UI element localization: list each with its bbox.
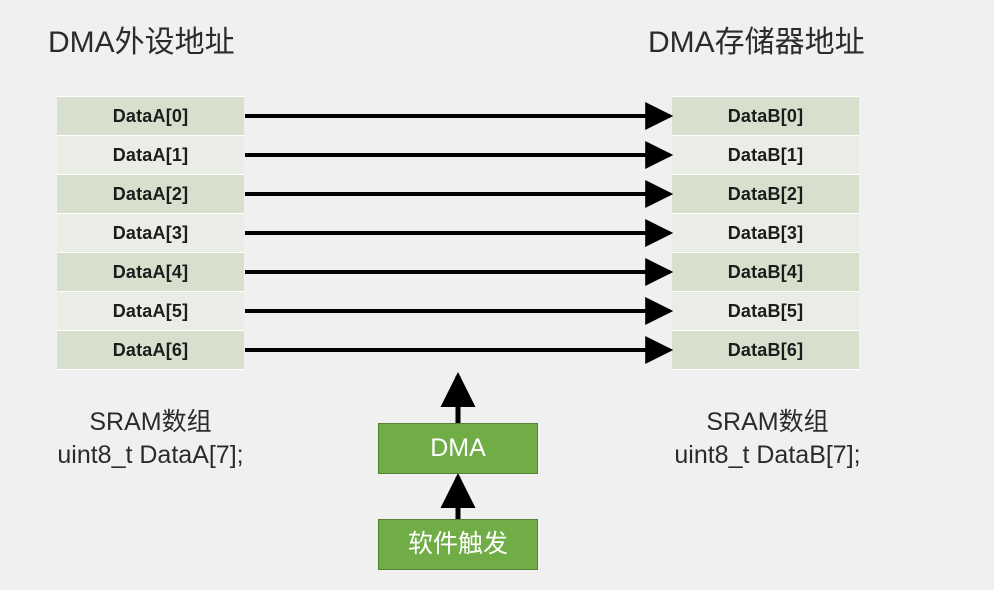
- memory-cell: DataB[1]: [672, 136, 859, 174]
- memory-cell: DataA[6]: [57, 331, 244, 369]
- memory-cell: DataA[4]: [57, 253, 244, 291]
- memory-cell: DataA[0]: [57, 97, 244, 135]
- memory-cell: DataB[2]: [672, 175, 859, 213]
- memory-cell: DataA[3]: [57, 214, 244, 252]
- source-sram-label: SRAM数组: [89, 408, 212, 436]
- peripheral-address-title: DMA外设地址: [48, 26, 235, 59]
- destination-array-declaration: uint8_t DataB[7];: [674, 441, 861, 469]
- software-trigger-block: 软件触发: [378, 519, 538, 570]
- destination-memory-table: DataB[0] DataB[1] DataB[2] DataB[3] Data…: [672, 96, 859, 370]
- memory-cell: DataA[2]: [57, 175, 244, 213]
- memory-cell: DataB[3]: [672, 214, 859, 252]
- destination-sram-caption: SRAM数组 uint8_t DataB[7];: [645, 406, 890, 472]
- memory-address-title: DMA存储器地址: [648, 26, 865, 59]
- memory-cell: DataA[5]: [57, 292, 244, 330]
- source-array-declaration: uint8_t DataA[7];: [57, 441, 244, 469]
- dma-block: DMA: [378, 423, 538, 474]
- memory-cell: DataB[5]: [672, 292, 859, 330]
- memory-cell: DataA[1]: [57, 136, 244, 174]
- data-transfer-arrows: [245, 102, 674, 364]
- destination-sram-label: SRAM数组: [706, 408, 829, 436]
- memory-cell: DataB[6]: [672, 331, 859, 369]
- memory-cell: DataB[0]: [672, 97, 859, 135]
- source-sram-caption: SRAM数组 uint8_t DataA[7];: [28, 406, 273, 472]
- source-memory-table: DataA[0] DataA[1] DataA[2] DataA[3] Data…: [57, 96, 244, 370]
- memory-cell: DataB[4]: [672, 253, 859, 291]
